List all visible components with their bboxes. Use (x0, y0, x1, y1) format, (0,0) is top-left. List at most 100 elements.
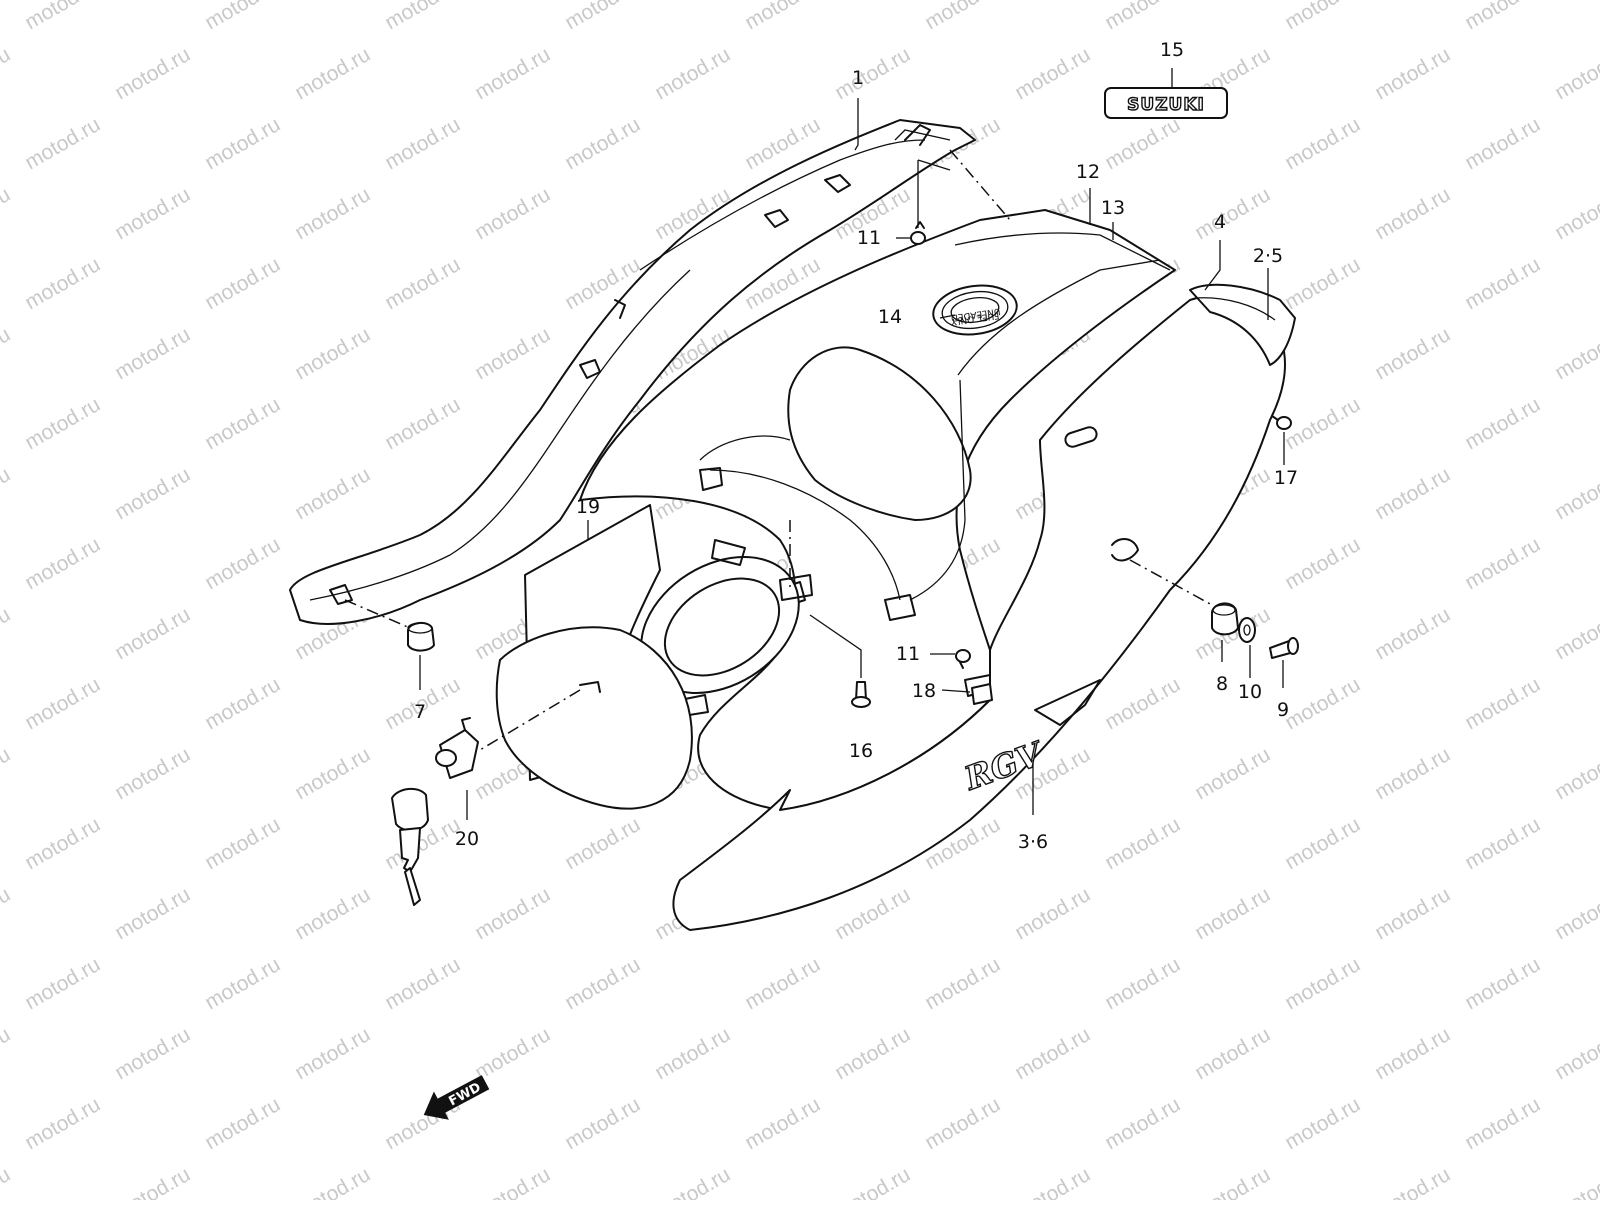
watermark-text: motod.ru (741, 0, 824, 34)
watermark-text: motod.ru (21, 533, 104, 594)
watermark-text: motod.ru (1101, 1093, 1184, 1154)
watermark-text: motod.ru (1551, 1163, 1600, 1200)
watermark-text: motod.ru (201, 253, 284, 314)
watermark-text: motod.ru (1371, 323, 1454, 384)
watermark-text: motod.ru (21, 0, 104, 34)
watermark-text: motod.ru (291, 183, 374, 244)
watermark-text: motod.ru (1281, 0, 1364, 34)
watermark-text: motod.ru (471, 183, 554, 244)
watermark-text: motod.ru (471, 1163, 554, 1200)
watermark-text: motod.ru (1281, 953, 1364, 1014)
watermark-text: motod.ru (1551, 323, 1600, 384)
watermark-text: motod.ru (741, 953, 824, 1014)
watermark-text: motod.ru (291, 323, 374, 384)
callout-15: 15 (1160, 39, 1184, 61)
watermark-text: motod.ru (1281, 533, 1364, 594)
watermark-text: motod.ru (1371, 883, 1454, 944)
watermark-text: motod.ru (1461, 673, 1544, 734)
callout-19: 19 (576, 496, 600, 518)
watermark-text: motod.ru (1371, 183, 1454, 244)
watermark-text: motod.ru (291, 743, 374, 804)
watermark-text: motod.ru (201, 533, 284, 594)
watermark-text: motod.ru (1191, 1163, 1274, 1200)
watermark-text: motod.ru (471, 43, 554, 104)
watermark-text: motod.ru (1461, 813, 1544, 874)
watermark-text: motod.ru (0, 323, 14, 384)
watermark-text: motod.ru (111, 743, 194, 804)
watermark-text: motod.ru (561, 0, 644, 34)
suzuki-badge-text: SUZUKI (1127, 95, 1205, 115)
watermark-text: motod.ru (0, 1163, 14, 1200)
watermark-text: motod.ru (201, 1093, 284, 1154)
watermark-text: motod.ru (1551, 43, 1600, 104)
watermark-text: motod.ru (111, 323, 194, 384)
watermark-text: motod.ru (0, 883, 14, 944)
watermark-text: motod.ru (1191, 743, 1274, 804)
watermark-text: motod.ru (201, 673, 284, 734)
watermark-text: motod.ru (471, 323, 554, 384)
callout-3-6: 3·6 (1018, 831, 1048, 853)
callout-4: 4 (1214, 211, 1226, 233)
watermark-text: motod.ru (111, 883, 194, 944)
tail-lamp-housing (640, 539, 813, 717)
watermark-text: motod.ru (561, 813, 644, 874)
watermark-text: motod.ru (291, 1023, 374, 1084)
part-12-tail-cowl (579, 209, 1176, 811)
watermark-text: motod.ru (21, 813, 104, 874)
watermark-text: motod.ru (921, 0, 1004, 34)
callout-16: 16 (849, 740, 873, 762)
watermark-text: motod.ru (651, 1163, 734, 1200)
watermark-text: motod.ru (1551, 463, 1600, 524)
watermark-text: motod.ru (21, 113, 104, 174)
watermark-text: motod.ru (561, 113, 644, 174)
watermark-text: motod.ru (0, 743, 14, 804)
watermark-text: motod.ru (831, 1023, 914, 1084)
watermark-text: motod.ru (1101, 113, 1184, 174)
callout-10: 10 (1238, 681, 1262, 703)
part-17-clip (1271, 415, 1292, 430)
watermark-text: motod.ru (1101, 0, 1184, 34)
callout-20: 20 (455, 828, 479, 850)
watermark-text: motod.ru (1191, 883, 1274, 944)
watermark-text: motod.ru (381, 253, 464, 314)
callout-2-5: 2·5 (1253, 245, 1283, 267)
watermark-text: motod.ru (21, 673, 104, 734)
callout-12: 12 (1076, 161, 1100, 183)
watermark-text: motod.ru (111, 43, 194, 104)
watermark-text: motod.ru (1461, 393, 1544, 454)
watermark-text: motod.ru (21, 953, 104, 1014)
watermark-text: motod.ru (471, 1023, 554, 1084)
watermark-text: motod.ru (1101, 953, 1184, 1014)
watermark-text: motod.ru (921, 1093, 1004, 1154)
callout-14: 14 (878, 306, 902, 328)
watermark-text: motod.ru (1281, 113, 1364, 174)
part-16-screw (851, 681, 871, 708)
watermark-text: motod.ru (561, 953, 644, 1014)
watermark-text: motod.ru (111, 1163, 194, 1200)
part-15-suzuki-badge: SUZUKI (1104, 87, 1228, 119)
part-4-side-cowl: RGV (672, 283, 1296, 931)
watermark-text: motod.ru (0, 183, 14, 244)
watermark-text: motod.ru (111, 1023, 194, 1084)
watermark-text: motod.ru (291, 1163, 374, 1200)
watermark-text: motod.ru (651, 1023, 734, 1084)
part-8-grommet (1211, 602, 1239, 636)
hardware (407, 221, 1299, 708)
watermark-text: motod.ru (201, 393, 284, 454)
watermark-text: motod.ru (1191, 1023, 1274, 1084)
watermark-text: motod.ru (1371, 1163, 1454, 1200)
watermark-text: motod.ru (1191, 183, 1274, 244)
watermark-text: motod.ru (1461, 953, 1544, 1014)
callout-11-top: 11 (857, 227, 881, 249)
watermark-text: motod.ru (21, 253, 104, 314)
watermark-text: motod.ru (741, 1093, 824, 1154)
watermark-text: motod.ru (1281, 1093, 1364, 1154)
watermark-text: motod.ru (1461, 533, 1544, 594)
watermark-text: motod.ru (1461, 253, 1544, 314)
watermark-text: motod.ru (1461, 113, 1544, 174)
watermark-text: motod.ru (1551, 183, 1600, 244)
watermark-text: motod.ru (1371, 603, 1454, 664)
watermark-text: motod.ru (561, 1093, 644, 1154)
assembly-lines (344, 149, 1213, 751)
